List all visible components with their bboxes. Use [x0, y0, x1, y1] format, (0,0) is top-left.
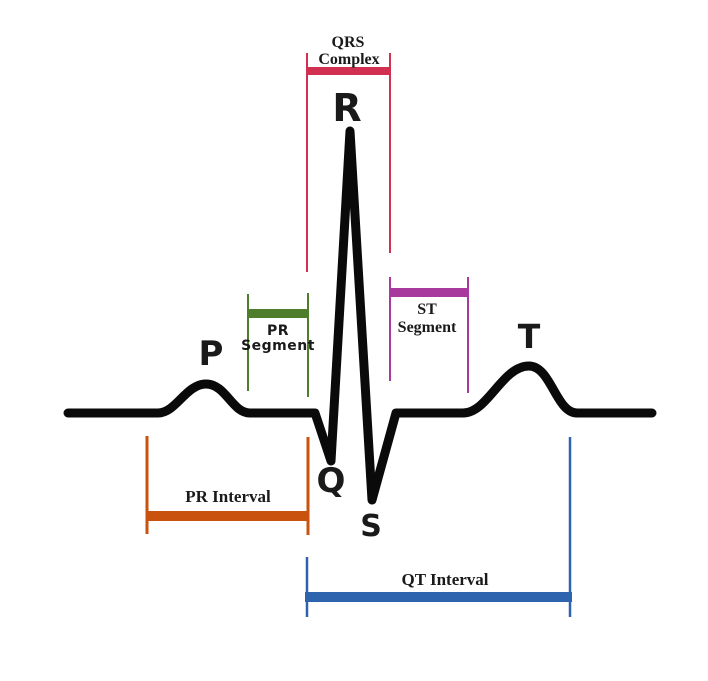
q-wave-label: Q [317, 461, 346, 501]
qt-interval-bar [305, 592, 572, 602]
ecg-waveform [63, 126, 657, 505]
st-segment-bracket: ST Segment [389, 277, 469, 393]
pr-interval-bar [146, 511, 309, 521]
r-wave-label: R [332, 86, 361, 130]
st-segment-label-line2: Segment [398, 319, 457, 336]
st-segment-bar [389, 288, 469, 297]
qrs-bar [306, 67, 391, 75]
pr-segment-label-line2: Segment [241, 338, 315, 354]
qrs-complex-label-line2: Complex [318, 51, 379, 68]
pr-interval-bracket: PR Interval [145, 436, 310, 535]
s-wave-label: S [360, 509, 382, 544]
qt-interval-label: QT Interval [401, 570, 488, 589]
t-wave-label: T [518, 317, 541, 356]
p-wave-label: P [199, 334, 224, 374]
st-segment-label-line1: ST [417, 301, 437, 318]
pr-interval-label: PR Interval [185, 487, 271, 506]
pr-segment-label-line1: PR [267, 323, 289, 339]
pr-segment-bracket: PR Segment [241, 293, 315, 397]
qrs-complex-bracket: QRS Complex [306, 34, 391, 272]
qt-interval-bracket: QT Interval [305, 437, 572, 617]
pr-segment-bar [247, 309, 309, 318]
qrs-complex-label-line1: QRS [332, 34, 365, 51]
